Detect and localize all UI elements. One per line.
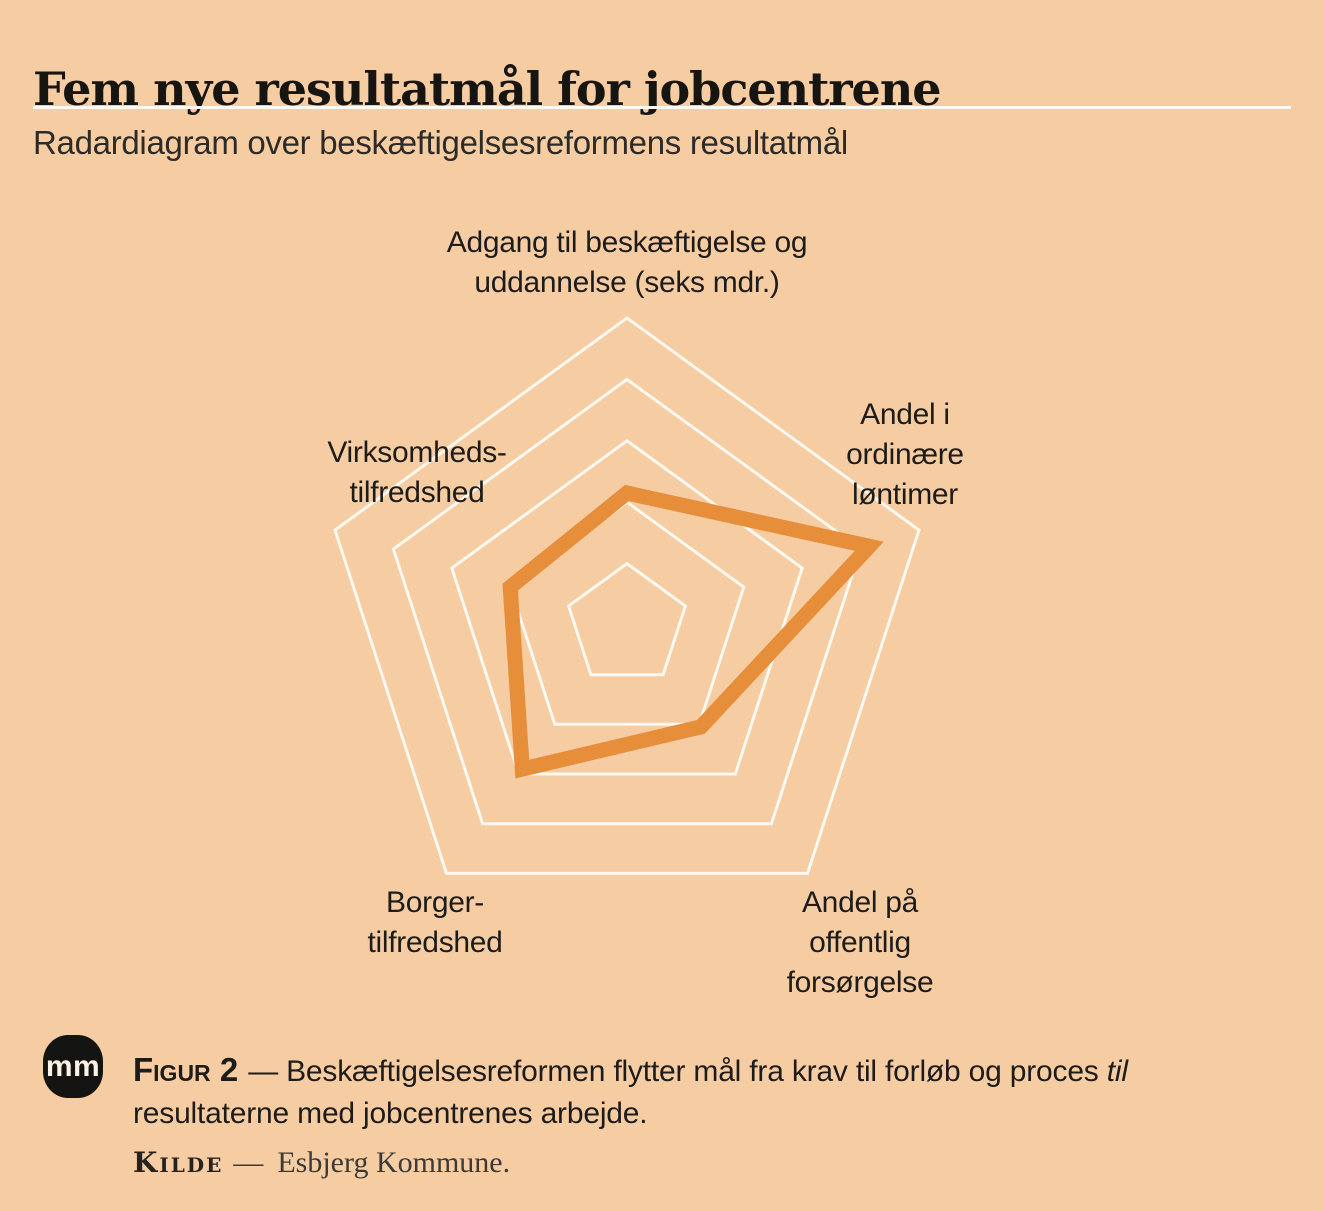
grid-ring xyxy=(391,377,863,826)
axis-label-ordinaere-loentimer: Andel i ordinære løntimer xyxy=(846,398,964,511)
source-label: Kilde xyxy=(133,1146,224,1179)
grid-ring xyxy=(333,316,921,875)
axis-label-adgang: Adgang til beskæftigelse og uddannelse (… xyxy=(446,226,808,299)
source-text: Esbjerg Kommune. xyxy=(277,1146,511,1179)
grid-ring xyxy=(566,561,688,677)
grid-ring xyxy=(450,438,804,776)
caption-text-line1: — Beskæftigelsesreformen flytter mål fra… xyxy=(248,1055,1107,1088)
source-dash: — xyxy=(233,1146,264,1179)
caption-italic-word: til xyxy=(1106,1055,1128,1088)
axis-label-virksomheds-tilfredshed: Virksomheds- tilfredshed xyxy=(327,436,507,509)
mm-logo: mm xyxy=(43,1035,103,1098)
axis-label-offentlig-forsoergelse: Andel på offentlig forsørgelse xyxy=(786,886,934,999)
figure-caption: Figur 2 — Beskæftigelsesreformen flytter … xyxy=(133,1049,1313,1135)
title-divider xyxy=(33,106,1291,109)
source-row: Kilde — Esbjerg Kommune. xyxy=(133,1143,1313,1183)
data-polygon xyxy=(502,484,884,779)
caption-text-line2: resultaterne med jobcentrenes arbejde. xyxy=(133,1097,648,1130)
mm-logo-text: mm xyxy=(45,1049,101,1083)
grid-ring xyxy=(508,500,746,726)
chart-subtitle: Radardiagram over beskæftigelsesreformen… xyxy=(33,124,848,161)
figure-label: Figur 2 xyxy=(133,1051,239,1088)
axis-label-borger-tilfredshed: Borger- tilfredshed xyxy=(367,886,503,959)
